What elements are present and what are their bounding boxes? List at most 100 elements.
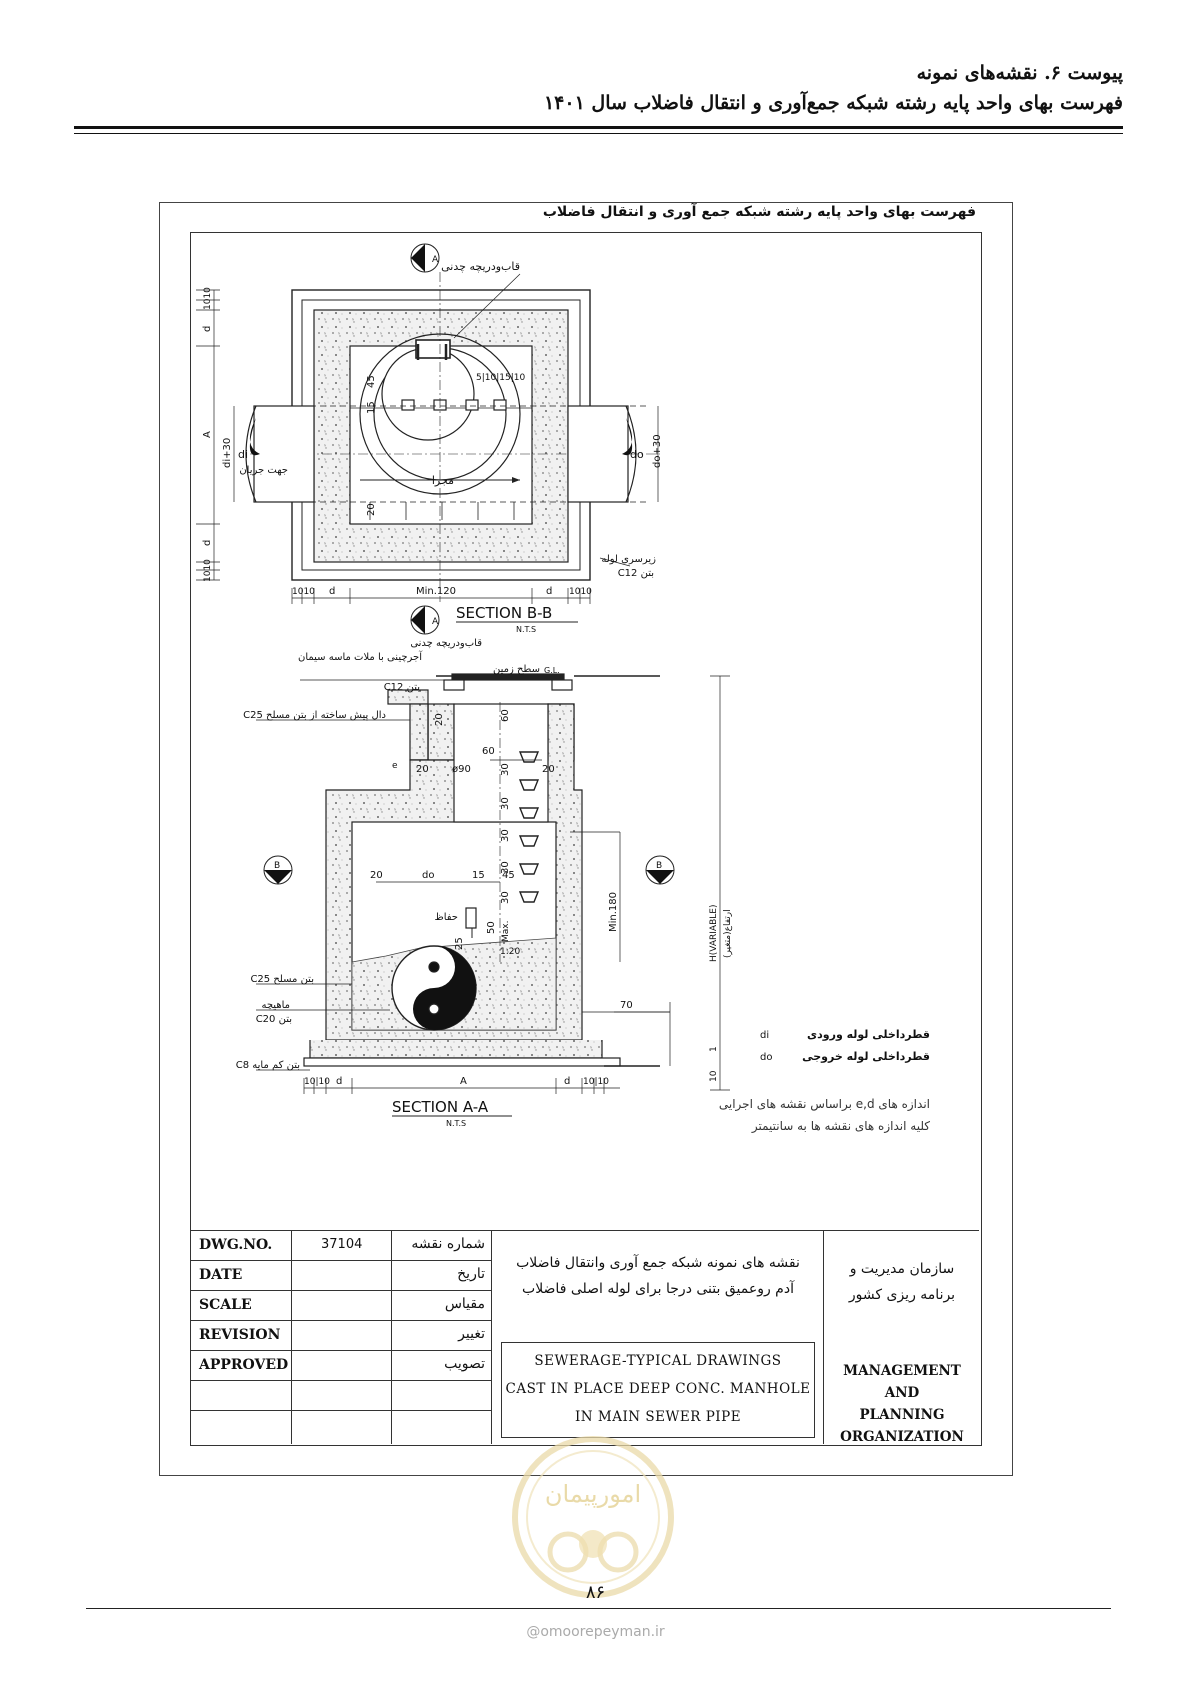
tb-revision-label-fa: تغییر — [458, 1326, 485, 1342]
title-block: DWG.NO. 37104 شماره نقشه DATE تاریخ SCAL… — [191, 1230, 980, 1445]
section-benching-concrete: بتن C20 — [256, 1014, 292, 1025]
people-icon — [579, 1530, 607, 1558]
drawing-title-fa-line2: آدم روعمیق بتنی درجا برای لوله اصلی فاضل… — [522, 1281, 794, 1297]
plan-ladder-rung — [415, 339, 451, 359]
plan-outlet-symbol: do — [630, 448, 644, 461]
sheet-title: فهرست بهای واحد پایه رشته شبکه جمع آوری … — [542, 204, 976, 220]
drawing-sheet-outer-frame — [159, 202, 1013, 1476]
legend-symbol-di: di — [760, 1030, 769, 1041]
tb-scale-label: SCALE — [199, 1297, 252, 1313]
manhole-drawing: A A قاب‌ودریچه چدنی جهت جریان مجرا زیرسر… — [196, 243, 930, 1134]
tb-row-dwg-no: DWG.NO. 37104 شماره نقشه — [191, 1230, 491, 1261]
section-gl-label: G.L. — [544, 666, 560, 675]
section-dim-1010-right: 10|10 — [583, 1077, 609, 1087]
section-dim-1: 1 — [709, 1046, 719, 1052]
section-dim-d-right: d — [564, 1076, 570, 1087]
note-units-centimeter: کلیه اندازه های نقشه ها به سانتیمتر — [751, 1119, 930, 1134]
tb-dwg-no-label: DWG.NO. — [199, 1237, 273, 1253]
plan-labels: A A قاب‌ودریچه چدنی جهت جریان مجرا زیرسر… — [202, 255, 663, 634]
plan-dim-15: 15 — [366, 401, 377, 414]
section-dim-60b: 60 — [482, 746, 495, 757]
drawing-title-fa-line1: نقشه های نمونه شبکه جمع آوری وانتقال فاض… — [516, 1255, 800, 1271]
plan-section-title: SECTION B-B — [456, 604, 552, 622]
section-dim-45: 45 — [502, 870, 515, 881]
plan-dim-d-bottom: d — [202, 540, 213, 546]
plan-bedding-label: زیرسری لوله — [601, 554, 656, 565]
plan-dim-min120: Min.120 — [416, 586, 456, 597]
plan-dim-1010-right: 1010 — [569, 587, 592, 597]
section-dim-20-left: 20 — [416, 764, 429, 775]
section-dim-a: A — [460, 1076, 467, 1087]
tb-row-revision: REVISION تغییر — [191, 1320, 491, 1351]
section-dim-20-right: 20 — [542, 764, 555, 775]
title-block-fields: DWG.NO. 37104 شماره نقشه DATE تاریخ SCAL… — [191, 1230, 492, 1444]
organization-en-line2: PLANNING — [859, 1407, 945, 1423]
section-guard-label: حفاظ — [434, 912, 458, 923]
title-block-organization: سازمان مدیریت و برنامه ریزی کشور MANAGEM… — [823, 1230, 980, 1445]
note-dimensions-execution: اندازه های e,d براساس نقشه های اجرایی — [719, 1097, 930, 1112]
tb-dwg-no-label-fa: شماره نقشه — [411, 1236, 485, 1252]
section-dim-20-chamber: 20 — [370, 870, 383, 881]
organization-fa: سازمان مدیریت و برنامه ریزی کشور — [828, 1256, 976, 1308]
section-benching-label: ماهیچه — [261, 1000, 290, 1011]
drawing-sheet-inner-frame — [190, 232, 982, 1446]
section-dim-e: e — [392, 761, 398, 771]
tb-revision-label: REVISION — [199, 1327, 281, 1343]
plan-dim-d-right: d — [546, 586, 552, 597]
tb-date-label-fa: تاریخ — [457, 1266, 485, 1282]
plan-dim-1010-left: 1010 — [292, 587, 315, 597]
drawing-title-en-box: SEWERAGE-TYPICAL DRAWINGS CAST IN PLACE … — [501, 1342, 815, 1438]
section-dim-15: 15 — [472, 870, 485, 881]
section-cover-label: قاب‌ودریچه چدنی — [410, 638, 482, 649]
plan-inlet-pipe — [253, 405, 315, 503]
appendix-title: پیوست ۶. نقشه‌های نمونه — [916, 62, 1123, 84]
section-scale: N.T.S — [446, 1119, 466, 1128]
page-number: ۸۶ — [585, 1582, 606, 1603]
section-dim-30-d: 30 — [500, 861, 511, 874]
tb-date-label: DATE — [199, 1267, 243, 1283]
section-rc-label: بتن مسلح C25 — [250, 974, 314, 985]
section-dim-d-left: d — [336, 1076, 342, 1087]
footer-website: @omoorepeyman.ir — [526, 1624, 665, 1640]
plan-flow-label: جهت جریان — [239, 465, 288, 476]
footer-rule — [86, 1608, 1111, 1609]
section-view — [256, 673, 730, 1094]
plan-cover-circle — [381, 347, 475, 441]
organization-en-line3: ORGANIZATION — [840, 1429, 964, 1445]
plan-dim-d-left: d — [329, 586, 335, 597]
section-dim-50: 50 — [486, 921, 497, 934]
plan-dim-1010-bottom: 1010 — [203, 559, 213, 582]
organization-en-line1: MANAGEMENT AND — [843, 1363, 961, 1401]
plan-inlet-symbol: di — [238, 448, 248, 461]
plan-dim-outlet: do+30 — [652, 434, 663, 468]
plan-dim-step-spacing: 5|10|15|10 — [476, 373, 525, 383]
section-dim-min180: Min.180 — [608, 892, 619, 932]
document-title: فهرست بهای واحد پایه رشته شبکه جمع‌آوری … — [543, 92, 1123, 114]
cut-marker-a-bottom-label: A — [432, 617, 439, 627]
tb-scale-label-fa: مقیاس — [444, 1296, 485, 1312]
section-dim-25: 25 — [454, 937, 465, 950]
plan-dim-a: A — [202, 431, 213, 438]
section-dim-slope: 1:20 — [500, 947, 520, 957]
cut-marker-b-left-label: B — [274, 861, 280, 871]
organization-en: MANAGEMENT AND PLANNING ORGANIZATION — [824, 1360, 980, 1448]
tb-approved-label: APPROVED — [199, 1357, 289, 1373]
header-rule-thick — [74, 126, 1123, 129]
tb-row-empty-1 — [191, 1380, 491, 1411]
watermark-seal: امورپیمان — [512, 1436, 674, 1598]
section-dim-10: 10 — [709, 1070, 719, 1082]
section-dim-do: do — [422, 870, 434, 881]
organization-fa-line2: برنامه ریزی کشور — [848, 1287, 956, 1303]
section-dim-1010-left: 10|10 — [304, 1077, 330, 1087]
plan-section-scale: N.T.S — [516, 625, 536, 634]
section-dim-70: 70 — [620, 1000, 633, 1011]
cut-marker-a-top-label: A — [432, 255, 439, 265]
title-block-drawing-title: نقشه های نمونه شبکه جمع آوری وانتقال فاض… — [493, 1230, 823, 1444]
section-dim-height-fa: ارتفاع(متغیر) — [723, 909, 733, 958]
section-slab-label: دال پیش ساخته از بتن مسلح C25 — [243, 710, 386, 721]
plan-dim-1010-top: 1010 — [203, 287, 213, 310]
section-shaft — [453, 703, 549, 823]
organization-fa-line1: سازمان مدیریت و — [849, 1261, 955, 1277]
plan-dim-d-top: d — [202, 326, 213, 332]
section-dim-height: H(VARIABLE) — [709, 905, 719, 962]
